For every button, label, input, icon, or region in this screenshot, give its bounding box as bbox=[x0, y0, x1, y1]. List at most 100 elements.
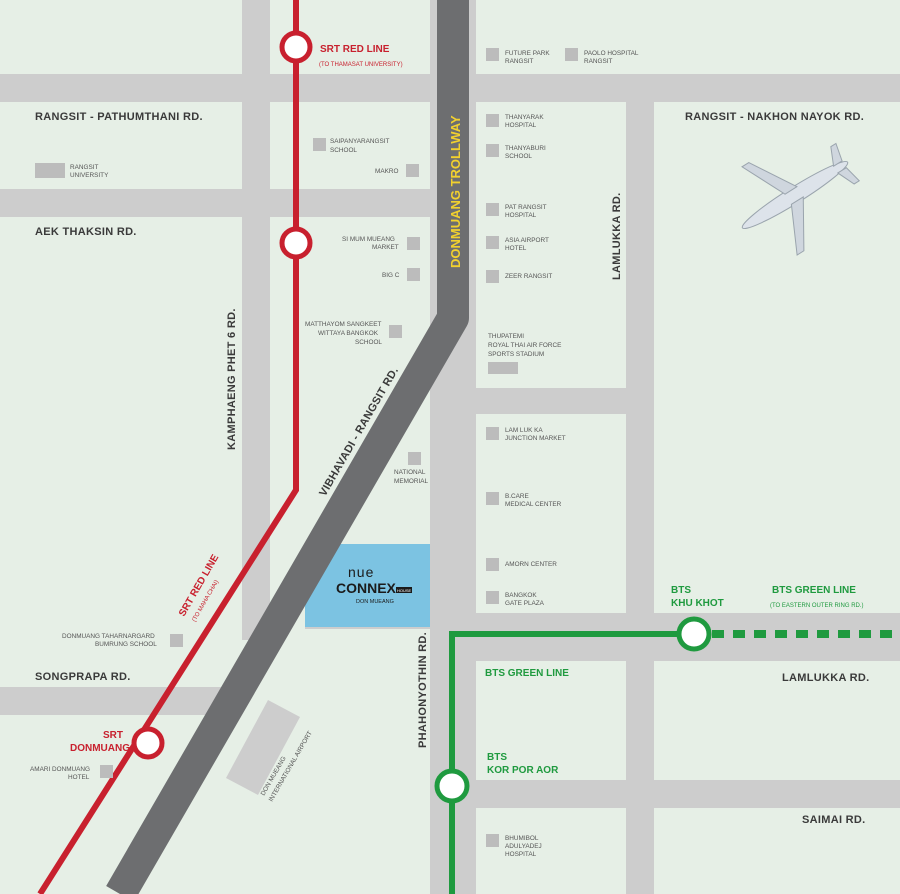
label-srt-donmuang-1: SRT bbox=[103, 730, 123, 741]
lm-bhumibol-1: BHUMIBOL bbox=[505, 835, 539, 842]
lm-simum-1: SI MUM MUEANG bbox=[342, 236, 395, 243]
lm-thupatemi-2: ROYAL THAI AIR FORCE bbox=[488, 342, 561, 349]
lm-thanyaburi-1: THANYABURI bbox=[505, 145, 546, 152]
label-srt-red-top-sub: (TO THAMASAT UNIVERSITY) bbox=[319, 62, 403, 68]
label-kamphaeng-phet6: KAMPHAENG PHET 6 RD. bbox=[226, 308, 238, 450]
lm-paolo-1: PAOLO HOSPITAL bbox=[584, 50, 639, 57]
label-bts-green-mid: BTS GREEN LINE bbox=[485, 668, 569, 679]
lm-amorn: AMORN CENTER bbox=[505, 561, 557, 568]
lm-rangsit-univ-1: RANGSIT bbox=[70, 164, 99, 171]
airport-area bbox=[226, 700, 300, 795]
marker-thanyaburi bbox=[486, 144, 499, 157]
marker-future-park bbox=[486, 48, 499, 61]
airport-shape bbox=[226, 700, 300, 795]
marker-lamlukka-market bbox=[486, 427, 499, 440]
srt-red-line bbox=[37, 0, 313, 894]
road-aek-thaksin bbox=[0, 189, 470, 217]
red-station-mid[interactable] bbox=[279, 226, 313, 260]
landmark-markers bbox=[35, 48, 578, 847]
tollway-road bbox=[106, 0, 469, 894]
lm-zeer: ZEER RANGSIT bbox=[505, 273, 552, 280]
lm-pat-rangsit-1: PAT RANGSIT bbox=[505, 204, 547, 211]
lm-amari-1: AMARI DONMUANG bbox=[30, 766, 90, 773]
label-bts-green-right: BTS GREEN LINE bbox=[772, 585, 856, 596]
road-songprapa bbox=[0, 687, 240, 715]
marker-thupatemi bbox=[488, 362, 518, 374]
project-badge: HOUSE bbox=[397, 588, 412, 593]
marker-matthayom bbox=[389, 325, 402, 338]
lm-matthayom-1: MATTHAYOM SANGKEET bbox=[305, 321, 382, 328]
label-lamlukka-vertical: LAMLUKKA RD. bbox=[611, 192, 623, 280]
marker-bigc bbox=[407, 268, 420, 281]
lm-saipanya-2: SCHOOL bbox=[330, 147, 357, 154]
lm-future-park-1: FUTURE PARK bbox=[505, 50, 550, 57]
airplane-wing-bottom bbox=[790, 196, 805, 256]
lm-thanyarak-2: HOSPITAL bbox=[505, 122, 537, 129]
marker-asia-airport bbox=[486, 236, 499, 249]
project-badge-box bbox=[396, 587, 412, 593]
lm-thanyaburi-2: SCHOOL bbox=[505, 153, 532, 160]
green-station-khu-khot[interactable] bbox=[676, 616, 712, 652]
marker-gate-plaza bbox=[486, 591, 499, 604]
lm-matthayom-2: WITTAYA BANGKOK bbox=[318, 330, 379, 337]
lm-lamlukka-market-2: JUNCTION MARKET bbox=[505, 435, 566, 442]
red-station-donmuang[interactable] bbox=[131, 726, 165, 760]
lm-bhumibol-3: HOSPITAL bbox=[505, 851, 537, 858]
lm-asia-airport-1: ASIA AIRPORT bbox=[505, 237, 549, 244]
lm-rangsit-univ-2: UNIVERSITY bbox=[70, 172, 109, 179]
lm-national-memorial-1: NATIONAL bbox=[394, 469, 426, 476]
airplane-icon bbox=[741, 142, 861, 256]
label-rangsit-pathumthani: RANGSIT - PATHUMTHANI RD. bbox=[35, 111, 203, 123]
marker-donmuang-school bbox=[170, 634, 183, 647]
lm-bigc: BIG C bbox=[382, 272, 400, 279]
label-songprapa: SONGPRAPA RD. bbox=[35, 671, 131, 683]
marker-simum bbox=[407, 237, 420, 250]
label-bts-green-right-sub: (TO EASTERN OUTER RING RD.) bbox=[770, 603, 864, 609]
road-connector-mid bbox=[476, 388, 626, 414]
lm-thupatemi-3: SPORTS STADIUM bbox=[488, 351, 544, 358]
lm-paolo-2: RANGSIT bbox=[584, 58, 613, 65]
lm-bcare-1: B.CARE bbox=[505, 493, 529, 500]
label-rangsit-nakhon-nayok: RANGSIT - NAKHON NAYOK RD. bbox=[685, 111, 864, 123]
airplane-wing-top bbox=[741, 161, 798, 195]
green-line-track bbox=[449, 631, 694, 894]
project-brand: NUE bbox=[348, 564, 374, 580]
label-srt-red-top: SRT RED LINE bbox=[320, 44, 390, 55]
marker-saipanya bbox=[313, 138, 326, 151]
marker-amari bbox=[100, 765, 113, 778]
marker-zeer bbox=[486, 270, 499, 283]
marker-bhumibol bbox=[486, 834, 499, 847]
landmark-labels: FUTURE PARK RANGSIT PAOLO HOSPITAL RANGS… bbox=[30, 50, 639, 858]
label-bts-kor-por-aor-1: BTS bbox=[487, 752, 507, 763]
tollway: DONMUANG TROLLWAY bbox=[106, 0, 469, 894]
marker-pat-rangsit bbox=[486, 203, 499, 216]
green-station-kor-por-aor[interactable] bbox=[434, 768, 470, 804]
lm-donmuang-school-1: DONMUANG TAHARNARGARD bbox=[62, 633, 155, 640]
label-bts-khu-khot-2: KHU KHOT bbox=[671, 598, 724, 609]
airplane-tail-top bbox=[830, 142, 843, 168]
road-lamlukka-vertical bbox=[626, 74, 654, 894]
marker-bcare bbox=[486, 492, 499, 505]
lm-thupatemi-1: THUPATEMI bbox=[488, 333, 524, 340]
lm-lamlukka-market-1: LAM LUK KA bbox=[505, 427, 543, 434]
red-station-top[interactable] bbox=[279, 30, 313, 64]
marker-makro bbox=[406, 164, 419, 177]
marker-rangsit-univ bbox=[35, 163, 65, 178]
tollway-label: DONMUANG TROLLWAY bbox=[448, 115, 463, 268]
lm-bcare-2: MEDICAL CENTER bbox=[505, 501, 562, 508]
label-saimai: SAIMAI RD. bbox=[802, 814, 866, 826]
lm-gate-plaza-1: BANGKOK bbox=[505, 592, 537, 599]
lm-matthayom-3: SCHOOL bbox=[355, 339, 382, 346]
label-srt-donmuang-2: DONMUANG bbox=[70, 743, 130, 754]
airplane-tail-bottom bbox=[836, 167, 861, 185]
lm-saipanya-1: SAIPANYARANGSIT bbox=[330, 138, 390, 145]
lm-asia-airport-2: HOTEL bbox=[505, 245, 527, 252]
label-phahonyothin: PHAHONYOTHIN RD. bbox=[417, 632, 429, 748]
lm-amari-2: HOTEL bbox=[68, 774, 90, 781]
bts-green-line bbox=[434, 616, 900, 894]
road-kamphaeng-phet6 bbox=[242, 0, 270, 640]
lm-national-memorial-2: MEMORIAL bbox=[394, 478, 429, 485]
project-location: DON MUEANG bbox=[356, 599, 394, 605]
road-saimai bbox=[476, 780, 900, 808]
marker-amorn bbox=[486, 558, 499, 571]
